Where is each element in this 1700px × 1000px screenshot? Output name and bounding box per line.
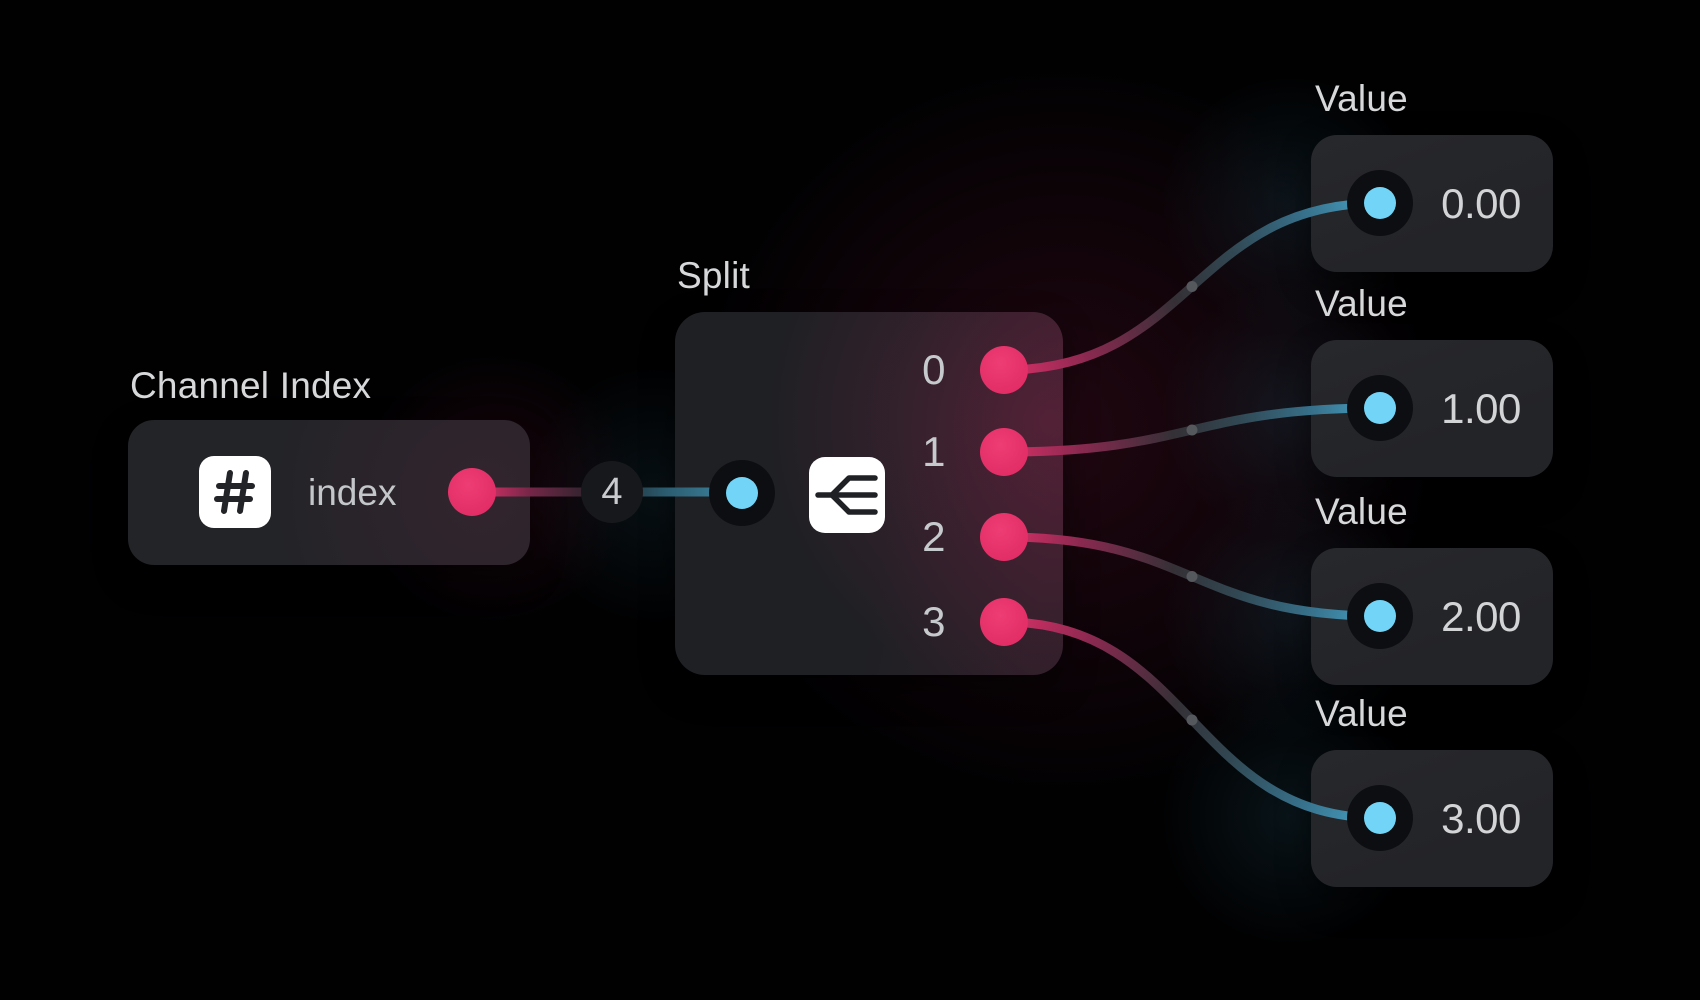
- value-field-3[interactable]: 2.00: [1441, 592, 1521, 640]
- value4-input-port[interactable]: [1364, 802, 1396, 834]
- value-field-2[interactable]: 1.00: [1441, 384, 1521, 432]
- channel-index-output-port[interactable]: [448, 468, 496, 516]
- node-value-2[interactable]: 1.00: [1311, 340, 1553, 477]
- hash-icon: [199, 456, 271, 528]
- split-output-port-1[interactable]: [980, 428, 1028, 476]
- split-node-title: Split: [677, 255, 750, 296]
- wire-value-badge[interactable]: 4: [581, 461, 643, 523]
- split-output-port-3[interactable]: [980, 598, 1028, 646]
- value-field-1[interactable]: 0.00: [1441, 179, 1521, 227]
- value-node-title-3: Value: [1315, 491, 1408, 532]
- value-node-title-1: Value: [1315, 78, 1408, 119]
- channel-index-node-title: Channel Index: [130, 365, 372, 406]
- split-output-port-0[interactable]: [980, 346, 1028, 394]
- value3-input-port[interactable]: [1364, 600, 1396, 632]
- value-node-title-4: Value: [1315, 693, 1408, 734]
- split-output-label-1: 1: [922, 428, 945, 475]
- value-field-4[interactable]: 3.00: [1441, 794, 1521, 842]
- split-input-port[interactable]: [726, 477, 758, 509]
- value1-input-port[interactable]: [1364, 187, 1396, 219]
- split-output-port-2[interactable]: [980, 513, 1028, 561]
- value2-input-port[interactable]: [1364, 392, 1396, 424]
- split-output-label-0: 0: [922, 346, 945, 393]
- split-output-label-2: 2: [922, 513, 945, 560]
- split-icon: [809, 457, 885, 533]
- split-output-label-3: 3: [922, 598, 945, 645]
- value-node-title-2: Value: [1315, 283, 1408, 324]
- channel-index-output-label: index: [308, 471, 397, 513]
